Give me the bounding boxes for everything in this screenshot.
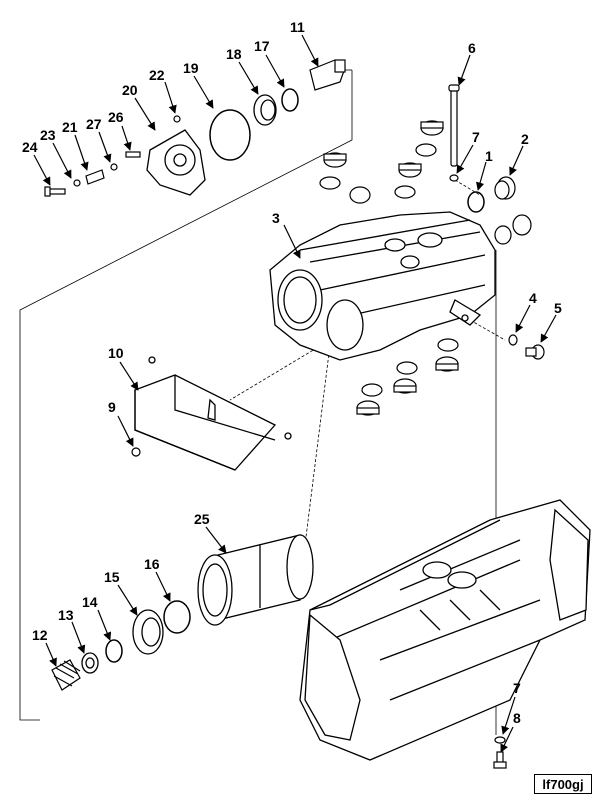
part-19-oring bbox=[209, 109, 251, 161]
part-20-cover bbox=[146, 129, 206, 196]
callout-labels: 1 2 3 4 5 6 7 7 8 9 10 11 12 13 14 15 16… bbox=[22, 19, 562, 726]
part-25-filter bbox=[197, 534, 314, 626]
blower-body bbox=[299, 499, 591, 761]
callout-10: 10 bbox=[108, 345, 124, 361]
part-27-washer bbox=[110, 163, 118, 171]
part-1-seal bbox=[467, 191, 485, 213]
callout-17: 17 bbox=[254, 38, 270, 54]
figure-id-label: lf700gj bbox=[534, 774, 592, 794]
callout-19: 19 bbox=[183, 60, 199, 76]
callout-leaders bbox=[33, 34, 557, 753]
callout-26: 26 bbox=[108, 109, 124, 125]
part-12-spring bbox=[51, 659, 81, 691]
callout-6: 6 bbox=[468, 40, 476, 56]
housing-bottom-plugs bbox=[356, 338, 459, 416]
part-11-fitting bbox=[309, 59, 346, 91]
callout-11: 11 bbox=[290, 19, 305, 35]
callout-24: 24 bbox=[22, 139, 38, 155]
callout-27: 27 bbox=[86, 116, 102, 132]
callout-23: 23 bbox=[40, 127, 56, 143]
housing-top-plugs bbox=[319, 120, 532, 245]
part-7-washer-upper bbox=[449, 174, 459, 182]
part-22-plug bbox=[173, 115, 181, 123]
part-13-nut bbox=[81, 652, 99, 674]
part-6-rod bbox=[448, 84, 460, 167]
callout-15: 15 bbox=[104, 569, 120, 585]
callout-4: 4 bbox=[529, 290, 537, 306]
callout-1: 1 bbox=[485, 148, 493, 164]
part-16-oring bbox=[163, 600, 191, 634]
part-4-washer bbox=[508, 334, 518, 346]
part-15-plate bbox=[132, 609, 164, 655]
callout-3: 3 bbox=[272, 210, 280, 226]
callout-12: 12 bbox=[32, 627, 48, 643]
callout-21: 21 bbox=[62, 119, 78, 135]
part-9-screw bbox=[131, 447, 141, 457]
part-5-bolt bbox=[525, 344, 545, 360]
part-2-plug bbox=[494, 176, 516, 200]
part-21-clip bbox=[85, 169, 105, 185]
part-10-shield bbox=[134, 356, 292, 471]
part-24-bolt bbox=[44, 186, 66, 197]
callout-14: 14 bbox=[82, 594, 98, 610]
callout-5: 5 bbox=[554, 300, 562, 316]
callout-7-upper: 7 bbox=[472, 129, 480, 145]
part-14-ring bbox=[105, 639, 123, 663]
part-17-snap-ring bbox=[281, 88, 299, 112]
part-18-bearing bbox=[253, 94, 277, 126]
callout-13: 13 bbox=[58, 607, 74, 623]
part-8-bolt bbox=[493, 751, 507, 769]
callout-2: 2 bbox=[521, 131, 529, 147]
callout-25: 25 bbox=[194, 511, 210, 527]
callout-9: 9 bbox=[108, 399, 116, 415]
part-23-washer bbox=[73, 179, 81, 187]
callout-18: 18 bbox=[226, 46, 242, 62]
callout-16: 16 bbox=[144, 556, 160, 572]
callout-22: 22 bbox=[149, 67, 165, 83]
part-7-washer-lower bbox=[494, 736, 506, 744]
callout-7-lower: 7 bbox=[513, 680, 521, 696]
callout-20: 20 bbox=[122, 82, 138, 98]
part-3-housing bbox=[269, 211, 496, 361]
callout-8: 8 bbox=[513, 710, 521, 726]
part-26-pin bbox=[125, 151, 141, 158]
